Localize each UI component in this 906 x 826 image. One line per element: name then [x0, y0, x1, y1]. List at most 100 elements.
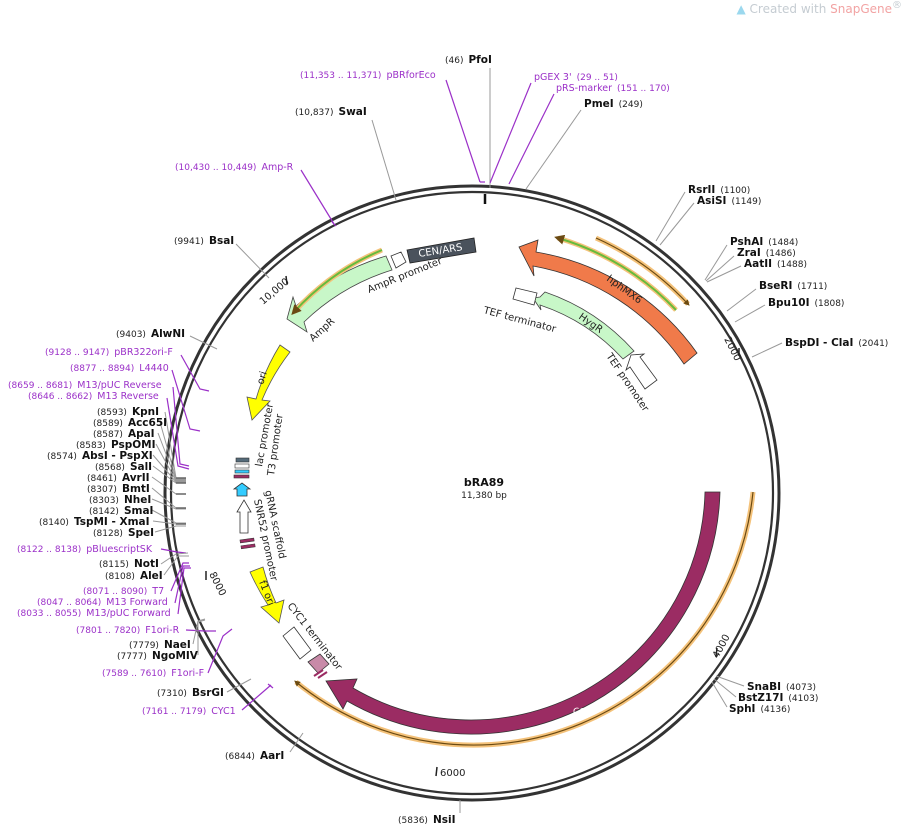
site-bsai[interactable]: (9941)BsaI	[174, 235, 234, 247]
primer-left-markers	[160, 354, 233, 674]
primer-pbrforeco-marker	[445, 79, 485, 183]
site-apai[interactable]: (8587)ApaI	[93, 428, 155, 440]
feature-ampr[interactable]	[286, 255, 393, 333]
feature-cyc1terminator[interactable]	[282, 626, 312, 660]
primer-ampr[interactable]: (10,430 .. 10,449)Amp-R	[175, 162, 294, 173]
primer-m13pucfwd[interactable]: (8033 .. 8055)M13/pUC Forward	[17, 608, 171, 619]
leader-snabi	[715, 675, 745, 687]
feature-grnascaffold-1	[239, 537, 255, 544]
tick-label-10000: 10,000	[258, 276, 292, 307]
site-spei[interactable]: (8128)SpeI	[93, 527, 154, 539]
primer-f1orir[interactable]: (7801 .. 7820)F1ori-R	[76, 625, 180, 636]
leader-bsai	[235, 243, 270, 279]
site-acc65i[interactable]: (8589)Acc65I	[93, 417, 167, 429]
site-alwni[interactable]: (9403)AlwNI	[116, 328, 185, 340]
site-zrai[interactable]: ZraI(1486)	[737, 247, 796, 259]
feature-snr52promoter[interactable]	[236, 499, 252, 534]
site-ngomiv[interactable]: (7777)NgoMIV	[117, 650, 199, 662]
site-sphi[interactable]: SphI(4136)	[729, 703, 790, 715]
feature-promoter-blue[interactable]	[232, 482, 252, 497]
tick-label-4000: 4000	[711, 633, 733, 661]
primer-l4440[interactable]: (8877 .. 8894)L4440	[70, 363, 169, 374]
feature-cas9[interactable]	[325, 491, 721, 735]
primer-m13fwd[interactable]: (8047 .. 8064)M13 Forward	[37, 597, 168, 608]
site-pfoi[interactable]: (46)PfoI	[445, 54, 492, 66]
primer-t7[interactable]: (8071 .. 8090)T7	[83, 586, 164, 597]
orf-hphmx6-line	[554, 234, 677, 311]
leader-alwni	[189, 335, 218, 350]
leader-bspdi	[751, 342, 783, 358]
leader-aari	[289, 732, 304, 753]
feature-lac-box-2	[234, 463, 250, 469]
leader-bsrgi	[226, 678, 252, 693]
plasmid-length: 11,380 bp	[461, 491, 507, 501]
primer-cyc1[interactable]: (7161 .. 7179)CYC1	[142, 706, 236, 717]
leader-bstz17i	[713, 678, 737, 698]
primer-pbluescriptsk[interactable]: (8122 .. 8138)pBluescriptSK	[17, 544, 153, 555]
primer-ampr-marker	[300, 169, 337, 227]
feature-label-ori: ori	[255, 370, 269, 386]
site-tspmi[interactable]: (8140)TspMI - XmaI	[39, 516, 150, 528]
feature-ori[interactable]	[246, 344, 291, 421]
primer-m13pucrev[interactable]: (8659 .. 8681)M13/pUC Reverse	[8, 380, 162, 391]
site-absi[interactable]: (8574)AbsI - PspXI	[47, 450, 153, 462]
left-cut-ticks	[176, 477, 186, 525]
site-pspomi[interactable]: (8583)PspOMI	[76, 439, 156, 451]
site-rsrii[interactable]: RsrII(1100)	[688, 184, 750, 196]
site-sali[interactable]: (8568)SalI	[95, 461, 152, 473]
site-bsrgi[interactable]: (7310)BsrGI	[157, 687, 224, 699]
primer-f1orif[interactable]: (7589 .. 7610)F1ori-F	[102, 668, 204, 679]
leader-bseri	[726, 288, 757, 312]
site-alei[interactable]: (8108)AleI	[105, 570, 163, 582]
primer-pbrforeco[interactable]: (11,353 .. 11,371)pBRforEco	[300, 70, 436, 81]
site-aari[interactable]: (6844)AarI	[225, 750, 284, 762]
site-bpu10i[interactable]: Bpu10I(1808)	[768, 297, 844, 309]
site-snabi[interactable]: SnaBI(4073)	[747, 681, 816, 693]
site-pmei[interactable]: PmeI(249)	[584, 98, 643, 110]
feature-cenars[interactable]	[406, 237, 477, 264]
feature-grnascaffold-2	[240, 543, 256, 550]
feature-hygr[interactable]	[532, 291, 635, 360]
leader-swai	[371, 119, 397, 201]
primer-m13rev[interactable]: (8646 .. 8662)M13 Reverse	[28, 391, 159, 402]
feature-hphmx6[interactable]	[518, 239, 698, 365]
leader-pshai	[704, 244, 728, 281]
site-pshai[interactable]: PshAI(1484)	[730, 236, 798, 248]
site-noti[interactable]: (8115)NotI	[99, 558, 159, 570]
feature-lac-box-4	[233, 474, 250, 479]
site-bspdi[interactable]: BspDI - ClaI(2041)	[785, 337, 888, 349]
backbone-outer	[163, 184, 781, 802]
site-bseri[interactable]: BseRI(1711)	[759, 280, 827, 292]
feature-tefterminator[interactable]	[512, 287, 538, 306]
primer-cyc1-marker	[241, 683, 274, 711]
site-kpni[interactable]: (8593)KpnI	[97, 406, 159, 418]
site-aatii[interactable]: AatII(1488)	[744, 258, 807, 270]
site-nhei[interactable]: (8303)NheI	[89, 494, 151, 506]
backbone-inner	[169, 190, 775, 796]
leader-asisi	[659, 202, 695, 246]
primer-prsmarker[interactable]: pRS-marker(151 .. 170)	[556, 83, 670, 94]
primer-pgex3-marker	[489, 82, 532, 184]
site-nsii[interactable]: (5836)NsiI	[398, 814, 455, 826]
tick-marks	[205, 275, 740, 777]
primer-pbr322ori[interactable]: (9128 .. 9147)pBR322ori-F	[45, 347, 173, 358]
tick-label-6000: 6000	[440, 768, 465, 779]
feature-amprpromoter[interactable]	[390, 251, 407, 269]
feature-tefpromoter[interactable]	[625, 353, 658, 390]
leader-bpu10i	[734, 304, 766, 323]
site-asisi[interactable]: AsiSI(1149)	[697, 195, 761, 207]
feature-label-tefterminator: TEF terminator	[481, 305, 558, 335]
site-smai[interactable]: (8142)SmaI	[89, 505, 153, 517]
tick-label-8000: 8000	[206, 570, 227, 598]
site-avrii[interactable]: (8461)AvrII	[87, 472, 150, 484]
site-bmti[interactable]: (8307)BmtI	[87, 483, 150, 495]
watermark-logo-icon: ▲	[736, 2, 746, 16]
primer-pgex3[interactable]: pGEX 3'(29 .. 51)	[534, 72, 618, 83]
site-swai[interactable]: (10,837)SwaI	[295, 106, 367, 118]
feature-f1ori[interactable]	[249, 566, 285, 624]
site-bstz17i[interactable]: BstZ17I(4103)	[738, 692, 818, 704]
feature-cyc1-bars	[313, 669, 328, 679]
site-naei[interactable]: (7779)NaeI	[129, 639, 191, 651]
orf-cas9-line	[294, 491, 754, 746]
